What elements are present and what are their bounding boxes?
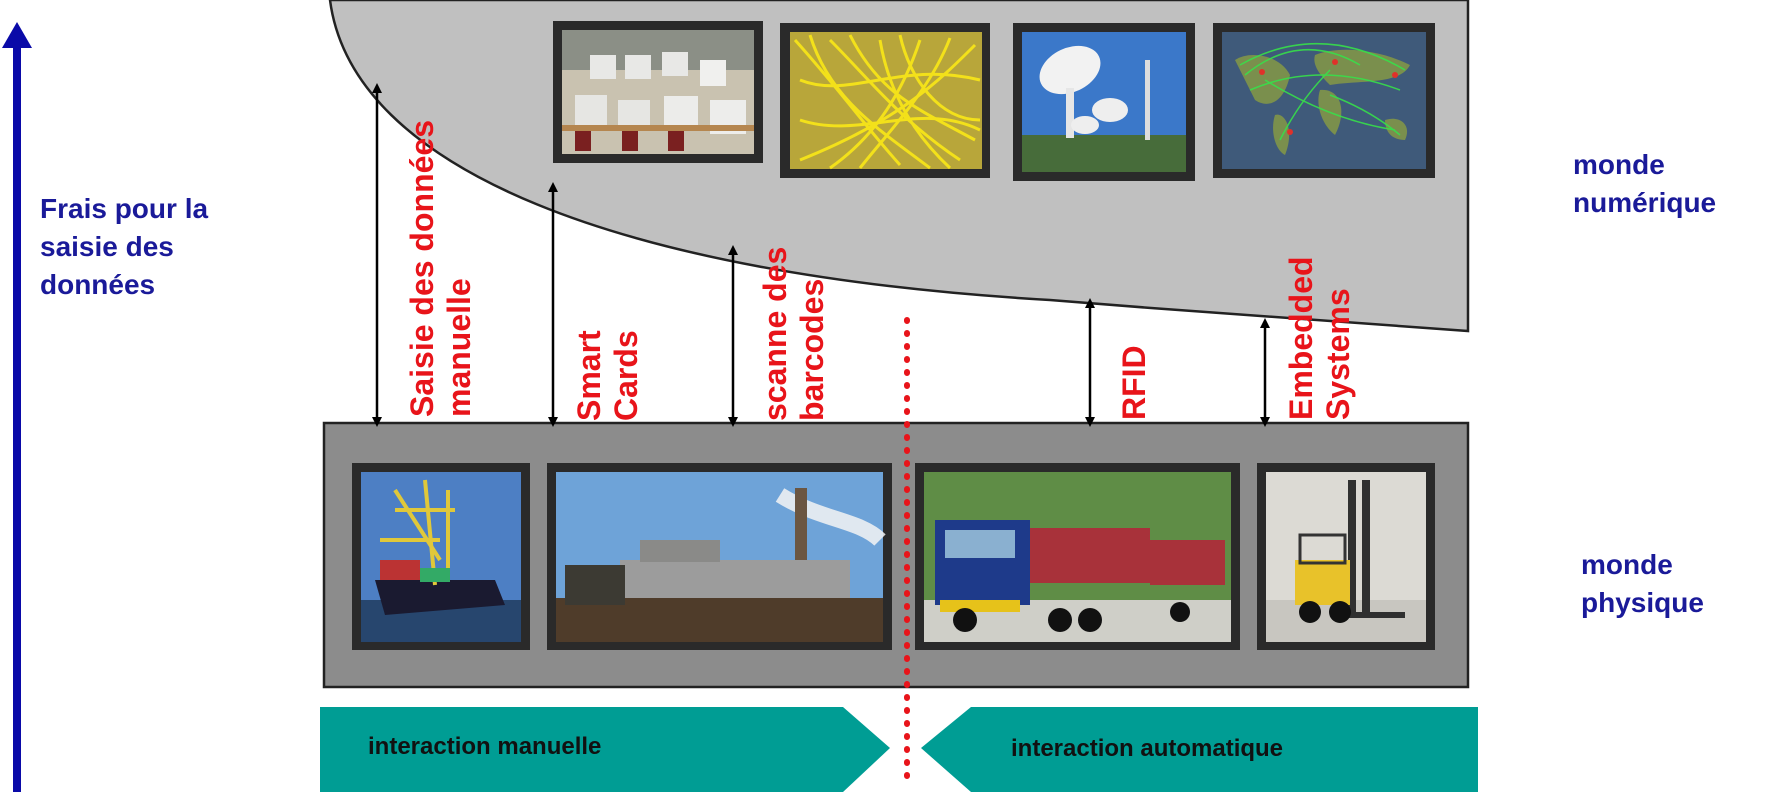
digital-world-label-line-1: monde (1573, 149, 1665, 180)
y-axis-label-line-3: données (40, 269, 156, 300)
technique-line: scanne des (757, 246, 793, 421)
technique-label-barcodes: scanne des barcodes (757, 247, 831, 421)
forklift-photo (1257, 463, 1435, 650)
technique-label-saisie-manuelle: Saisie des données manuelle (404, 120, 478, 417)
technique-label-smart-cards: Smart Cards (571, 330, 645, 421)
technique-line: Smart (571, 330, 607, 421)
digital-world-label-line-2: numérique (1573, 187, 1717, 218)
network-cables-photo (780, 23, 990, 178)
technique-label-rfid: RFID (1116, 345, 1153, 420)
physical-world-label-line-1: monde (1581, 549, 1673, 580)
technique-line: barcodes (794, 278, 830, 421)
technique-line: RFID (1116, 345, 1152, 420)
y-axis-label: Frais pour la saisie des données (40, 190, 300, 304)
technique-line: Systems (1320, 288, 1356, 420)
interaction-manual-band (320, 707, 890, 792)
interaction-automatic-label: interaction automatique (1011, 735, 1284, 762)
technique-line: Embedded (1283, 256, 1319, 420)
technique-line: Cards (608, 330, 644, 421)
physical-world-label-line-2: physique (1581, 587, 1704, 618)
digital-world-label: monde numérique (1573, 146, 1763, 222)
recycling-truck-photo (915, 463, 1240, 650)
y-axis-arrow (2, 22, 32, 792)
interaction-automatic-band (921, 707, 1478, 792)
industrial-plant-photo (547, 463, 892, 650)
y-axis-label-line-1: Frais pour la (40, 193, 209, 224)
port-crane-ship-photo (352, 463, 530, 650)
technique-label-embedded-systems: Embedded Systems (1283, 256, 1357, 420)
physical-world-label: monde physique (1581, 546, 1761, 622)
world-network-map-photo (1213, 23, 1435, 178)
y-axis-label-line-2: saisie des (40, 231, 174, 262)
interaction-manual-label: interaction manuelle (368, 733, 602, 760)
computer-lab-photo (553, 21, 763, 163)
technique-line: manuelle (441, 278, 477, 417)
technique-line: Saisie des données (404, 119, 440, 417)
satellite-dish-photo (1013, 23, 1195, 181)
